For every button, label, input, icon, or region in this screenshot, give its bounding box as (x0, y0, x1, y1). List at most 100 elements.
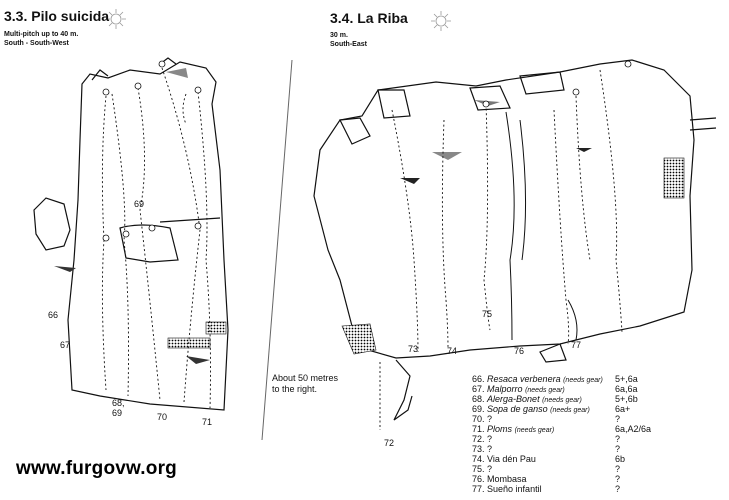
sector-divider (261, 59, 293, 441)
anchor-icon (482, 60, 632, 108)
legend-route-title: Malporro (487, 384, 523, 394)
legend-route-grade: ? (615, 444, 621, 454)
legend-route-grade: ? (615, 484, 621, 494)
sun-icon (431, 11, 451, 31)
legend-route-note: (needs gear) (563, 377, 603, 384)
legend-row: 74. Via dén Pau 6b (472, 454, 722, 464)
legend-route-note: (needs gear) (542, 397, 582, 404)
dark-overhang (341, 323, 377, 355)
legend-route-number: 76. (472, 474, 485, 484)
shaded-ledge (432, 152, 462, 160)
left-sector-title: 3.3. Pilo suicida (4, 8, 110, 24)
legend-row: 67. Malporro (needs gear) 6a,6a (472, 384, 722, 394)
legend-row: 68. Alerga-Bonet (needs gear)5+,6b (472, 394, 722, 404)
legend-route-note: (needs gear) (525, 387, 565, 394)
legend-route-title: Resaca verbenera (487, 374, 561, 384)
legend-route-grade: 6a+ (615, 404, 631, 414)
right-wall (313, 59, 717, 421)
legend-route-number: 66. (472, 374, 485, 384)
legend-route-grade: ? (615, 474, 621, 484)
legend-route-title: ? (487, 414, 493, 424)
legend-route-number: 75. (472, 464, 485, 474)
legend-route-name: 70. ? (472, 414, 492, 424)
legend-route-grade: 5+,6a (615, 374, 638, 384)
right-sector-title: 3.4. La Riba (330, 10, 408, 26)
legend-route-name: 71. Ploms (needs gear) (472, 424, 554, 436)
dark-overhang (205, 321, 227, 335)
shaded-ledge (186, 356, 210, 364)
right-routes (379, 69, 623, 430)
legend-row: 71. Ploms (needs gear) 6a,A2/6a (472, 424, 722, 434)
legend-route-title: ? (487, 464, 493, 474)
legend-route-title: Mombasa (487, 474, 527, 484)
legend-route-title: ? (487, 444, 493, 454)
legend-row: 70. ?? (472, 414, 722, 424)
route-number: 66 (48, 310, 59, 320)
legend-route-number: 70. (472, 414, 485, 424)
legend-row: 66. Resaca verbenera (needs gear) 5+,6a (472, 374, 722, 384)
shaded-ledge (400, 178, 420, 184)
legend-route-grade: 6b (615, 454, 626, 464)
legend-route-grade: ? (615, 434, 621, 444)
route-number: 74 (447, 346, 458, 356)
legend-route-number: 72. (472, 434, 485, 444)
legend-route-number: 74. (472, 454, 485, 464)
right-sector-aspect: South-East (330, 41, 367, 48)
legend-route-title: Sueño infantil (487, 484, 542, 494)
route-number: 69 (134, 199, 145, 209)
sun-icon (106, 9, 126, 29)
legend-route-grade: ? (615, 464, 621, 474)
route-number: 67 (60, 340, 71, 350)
left-sector-length: Multi-pitch up to 40 m. (4, 31, 79, 38)
legend-route-title: Sopa de ganso (487, 404, 548, 414)
legend-route-name: 74. Via dén Pau (472, 454, 536, 464)
legend-route-number: 73. (472, 444, 485, 454)
route-number: 76 (514, 346, 525, 356)
legend-route-name: 67. Malporro (needs gear) (472, 384, 565, 396)
anchor-icon (102, 60, 202, 242)
legend-route-name: 73. ? (472, 444, 492, 454)
legend-row: 75. ?? (472, 464, 722, 474)
right-sector-length: 30 m. (330, 32, 348, 39)
route-number: 75 (482, 309, 493, 319)
legend-route-name: 72. ? (472, 434, 492, 444)
legend-route-grade: 6a,A2/6a (615, 424, 652, 434)
legend-route-number: 71. (472, 424, 485, 434)
legend-route-number: 67. (472, 384, 485, 394)
dark-overhang (663, 157, 685, 199)
legend-route-name: 77. Sueño infantil (472, 484, 542, 494)
legend-route-name: 76. Mombasa (472, 474, 527, 484)
shaded-ledge (576, 148, 592, 152)
legend-row: 72. ?? (472, 434, 722, 444)
legend-row: 76. Mombasa? (472, 474, 722, 484)
legend-route-title: Alerga-Bonet (487, 394, 540, 404)
route-number: 70 (157, 412, 168, 422)
route-number: 77 (571, 340, 582, 350)
route-number: 73 (408, 344, 419, 354)
legend-route-name: 75. ? (472, 464, 492, 474)
legend-route-grade: 6a,6a (615, 384, 638, 394)
route-line (505, 111, 578, 341)
direction-note: About 50 metres to the right. (272, 373, 339, 394)
legend-row: 73. ?? (472, 444, 722, 454)
shaded-ledge (166, 68, 188, 78)
legend-route-grade: ? (615, 414, 621, 424)
left-wall (33, 57, 229, 411)
route-number: 72 (384, 438, 395, 448)
route-number: 68, 69 (112, 398, 125, 418)
legend-route-title: Ploms (487, 424, 513, 434)
legend-route-note: (needs gear) (514, 427, 555, 434)
watermark: www.furgovw.org (16, 458, 177, 479)
route-number: 71 (202, 417, 213, 427)
legend-route-name: 69. Sopa de ganso (needs gear) (472, 404, 590, 416)
legend-route-title: Via dén Pau (487, 454, 536, 464)
legend-route-number: 68. (472, 394, 485, 404)
legend-route-number: 77. (472, 484, 485, 494)
legend-route-name: 68. Alerga-Bonet (needs gear) (472, 394, 582, 406)
left-sector-aspect: South - South-West (4, 40, 69, 47)
legend-route-name: 66. Resaca verbenera (needs gear) (472, 374, 603, 386)
legend-row: 69. Sopa de ganso (needs gear) 6a+ (472, 404, 722, 414)
legend-route-number: 69. (472, 404, 485, 414)
